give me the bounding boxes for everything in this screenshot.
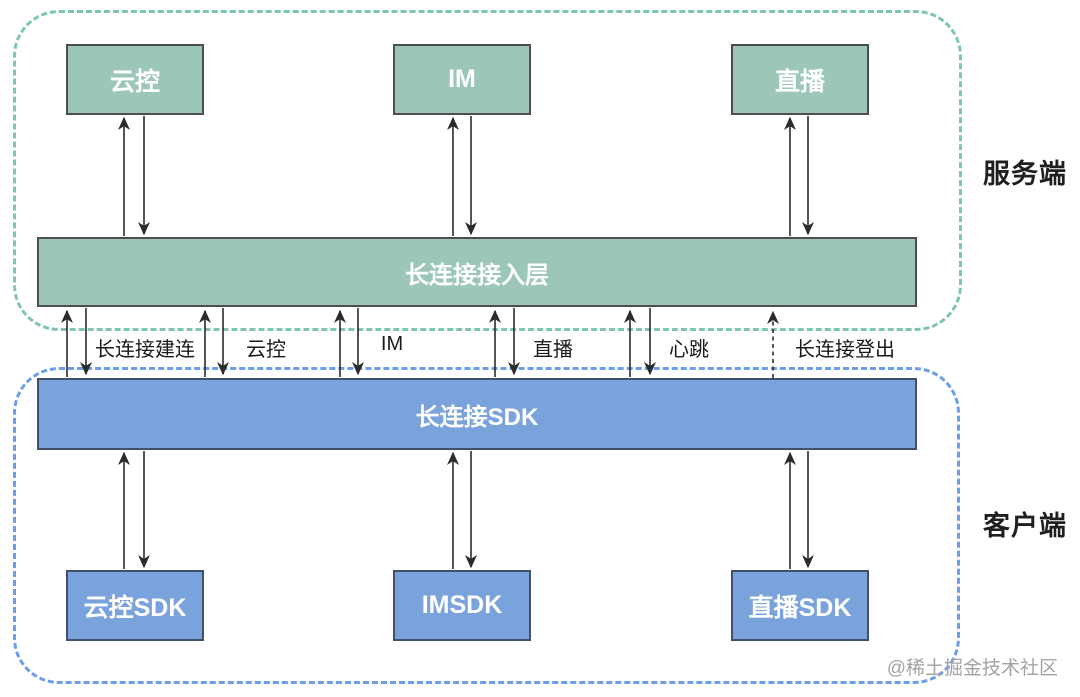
watermark: @稀土掘金技术社区 (886, 658, 1058, 679)
server-side-label: 服务端 (983, 159, 1067, 189)
server-box-live: 直播 (731, 44, 869, 115)
channel-label-connect: 长连接建连 (95, 339, 195, 361)
server-box-cloud-control: 云控 (66, 44, 204, 115)
channel-label-heartbeat: 心跳 (669, 339, 709, 361)
channel-label-live: 直播 (533, 339, 573, 361)
server-box-im: IM (393, 44, 531, 115)
client-box-im-sdk: IMSDK (393, 570, 531, 641)
client-side-label: 客户端 (983, 511, 1067, 541)
channel-label-logout: 长连接登出 (795, 339, 895, 361)
client-box-live-sdk: 直播SDK (731, 570, 869, 641)
client-box-cloud-control-sdk: 云控SDK (66, 570, 204, 641)
long-connection-sdk-bar: 长连接SDK (37, 378, 917, 450)
server-boundary (13, 10, 962, 331)
client-boundary (13, 367, 960, 684)
channel-label-cloud-control: 云控 (246, 339, 286, 361)
channel-label-im: IM (380, 333, 404, 355)
access-layer-bar: 长连接接入层 (37, 237, 917, 307)
